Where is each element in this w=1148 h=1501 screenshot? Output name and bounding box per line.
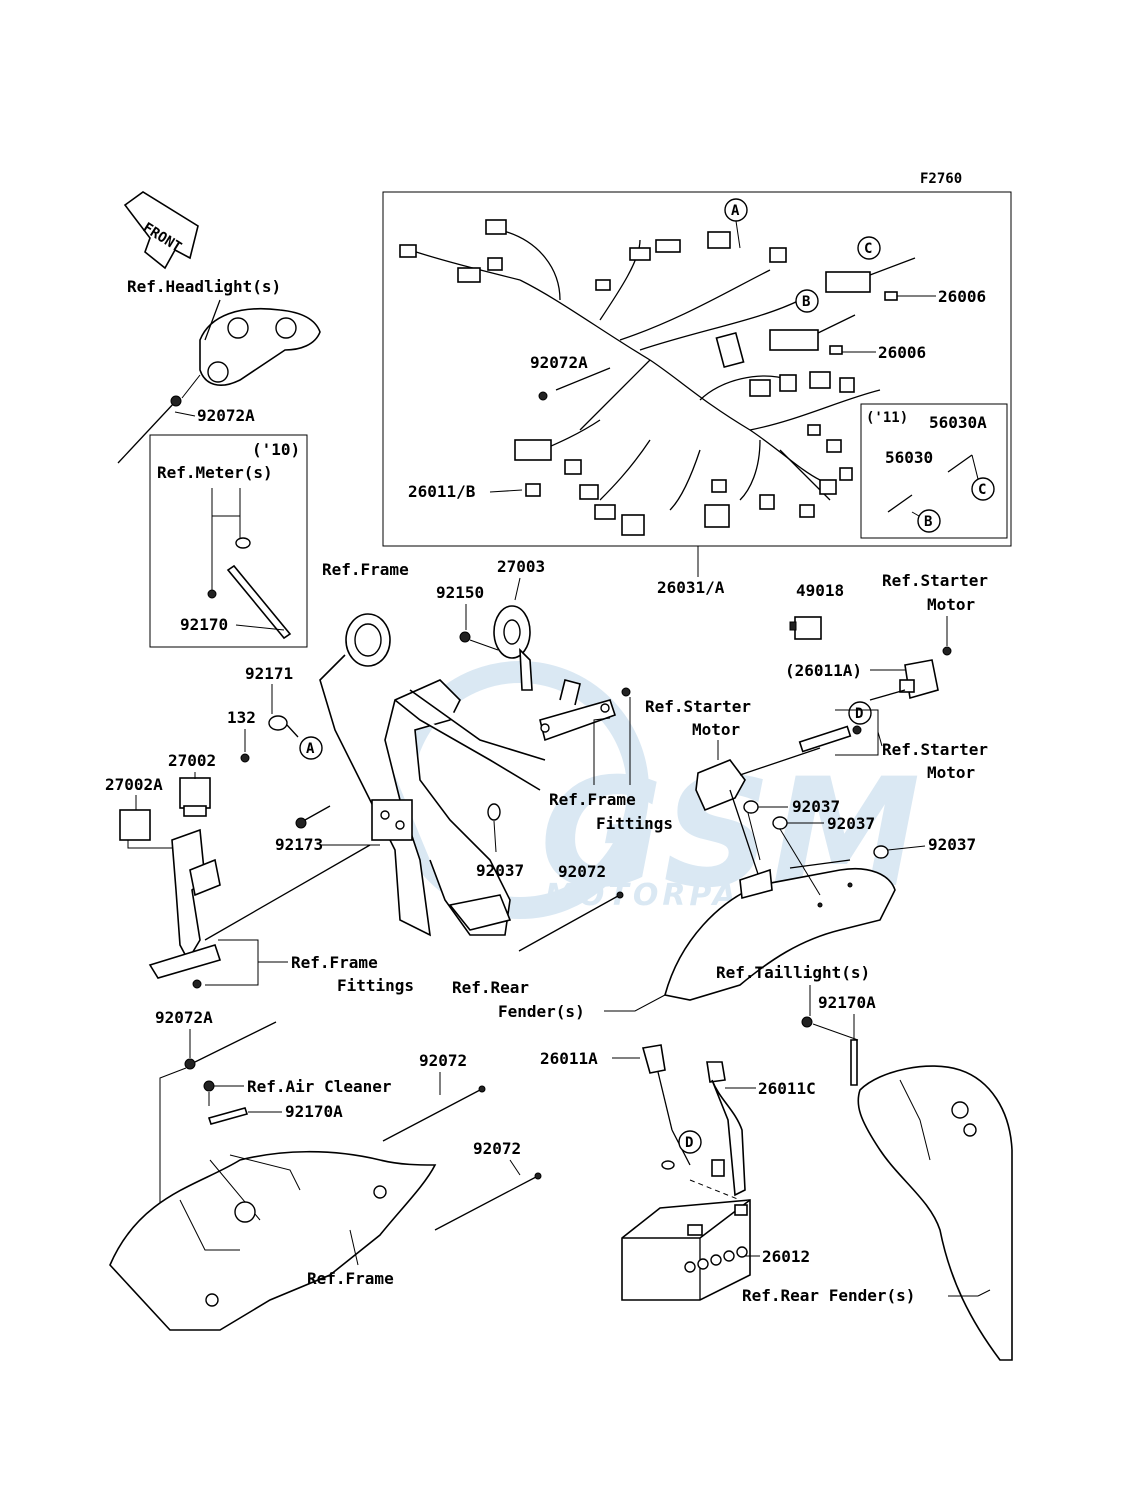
relay-bracket	[148, 828, 371, 989]
headlight-bracket	[199, 299, 321, 386]
label-26006-c: 26006	[938, 287, 986, 306]
starter-relay-bracket	[869, 659, 939, 701]
label-92072-low1: 92072	[419, 1051, 467, 1070]
battery-26012	[621, 1199, 751, 1301]
bolt-92173	[295, 805, 331, 829]
label-27002: 27002	[168, 751, 216, 770]
horn	[493, 605, 533, 691]
label-132: 132	[227, 708, 256, 727]
figure-code: F2760	[920, 171, 962, 187]
meter-parts	[207, 488, 292, 640]
harness-box	[382, 191, 1012, 547]
rear-fender	[664, 859, 896, 1001]
clip-92037-frame	[487, 803, 501, 853]
label-ref-frame-fittings-2b: Fittings	[337, 976, 414, 995]
label-26011B: 26011/B	[408, 482, 476, 501]
label-ref-frame-fittings-2a: Ref.Frame	[291, 953, 378, 972]
label-26011C: 26011C	[758, 1079, 816, 1098]
label-56030: 56030	[885, 448, 933, 467]
svg-text:C: C	[978, 482, 986, 498]
battery-cable-positive	[641, 1044, 691, 1170]
label-56030A: 56030A	[929, 413, 987, 432]
label-ref-frame-fittings-1b: Fittings	[596, 814, 673, 833]
label-27003: 27003	[497, 557, 545, 576]
label-92173: 92173	[275, 835, 323, 854]
label-ref-frame-top: Ref.Frame	[322, 560, 409, 579]
label-ref-air-cleaner: Ref.Air Cleaner	[247, 1077, 392, 1096]
relay-27002A	[119, 809, 151, 841]
wire-harness	[399, 219, 973, 536]
meter-year-label: ('10)	[252, 440, 300, 459]
tie-strap-92072A-head	[117, 374, 201, 464]
label-ref-rear-fender-1a: Ref.Rear	[452, 978, 529, 997]
callout-D-top: D	[848, 701, 872, 725]
year-11-box	[860, 403, 1008, 539]
callout-B-top: B	[795, 289, 819, 313]
callout-B-box: B	[911, 509, 941, 533]
clips-92037	[743, 800, 926, 896]
svg-text:A: A	[731, 203, 740, 219]
meter-box	[149, 434, 308, 648]
label-ref-headlight: Ref.Headlight(s)	[127, 277, 281, 296]
tail-frame	[857, 1065, 1013, 1361]
label-92072-mid: 92072	[558, 862, 606, 881]
svg-text:B: B	[924, 514, 932, 530]
label-ref-meter: Ref.Meter(s)	[157, 463, 273, 482]
callout-A-top: A	[724, 198, 748, 249]
label-ref-starter-3a: Ref.Starter	[882, 740, 988, 759]
label-ref-rear-fender-2: Ref.Rear Fender(s)	[742, 1286, 915, 1305]
turn-signal-relay-27002	[179, 777, 211, 817]
label-92171: 92171	[245, 664, 293, 683]
label-ref-starter-3b: Motor	[927, 763, 975, 782]
label-92072A-low: 92072A	[155, 1008, 213, 1027]
label-ref-taillight: Ref.Taillight(s)	[716, 963, 870, 982]
callout-D-low: D	[678, 1130, 702, 1154]
frame-front	[319, 613, 546, 937]
label-27002A: 27002A	[105, 775, 163, 794]
label-ref-starter-2b: Motor	[692, 720, 740, 739]
label-92037-c: 92037	[827, 814, 875, 833]
relay-49018	[789, 616, 822, 640]
label-ref-frame-fittings-1a: Ref.Frame	[549, 790, 636, 809]
svg-text:A: A	[306, 741, 315, 757]
lower-frame	[109, 1150, 437, 1331]
label-92150: 92150	[436, 583, 484, 602]
label-26031A: 26031/A	[657, 578, 725, 597]
label-ref-starter-2a: Ref.Starter	[645, 697, 751, 716]
label-92037-a: 92037	[476, 861, 524, 880]
label-26006-b: 26006	[878, 343, 926, 362]
horn-bracket	[539, 679, 631, 742]
label-26011A: 26011A	[540, 1049, 598, 1068]
label-ref-starter-1b: Motor	[927, 595, 975, 614]
label-92170: 92170	[180, 615, 228, 634]
svg-text:C: C	[864, 241, 872, 257]
label-ref-frame-low: Ref.Frame	[307, 1269, 394, 1288]
label-92072A-head: 92072A	[197, 406, 255, 425]
label-49018: 49018	[796, 581, 844, 600]
svg-text:B: B	[802, 294, 810, 310]
starter-cable	[695, 725, 862, 881]
label-92170A-low: 92170A	[285, 1102, 343, 1121]
clamp-92171	[268, 715, 299, 738]
label-92072-low2: 92072	[473, 1139, 521, 1158]
svg-text:D: D	[685, 1135, 693, 1151]
label-92170A-tail: 92170A	[818, 993, 876, 1012]
label-ref-rear-fender-1b: Fender(s)	[498, 1002, 585, 1021]
callout-A-mid: A	[299, 736, 323, 760]
front-arrow-icon: FRONT	[123, 191, 199, 270]
label-ref-starter-1a: Ref.Starter	[882, 571, 988, 590]
label-92037-b: 92037	[792, 797, 840, 816]
label-92072A-harness: 92072A	[530, 353, 588, 372]
label-92037-d: 92037	[928, 835, 976, 854]
year-11-label: ('11)	[866, 410, 908, 426]
callout-C-top: C	[857, 236, 881, 260]
label-26012: 26012	[762, 1247, 810, 1266]
svg-text:D: D	[855, 706, 863, 722]
callout-C-box: C	[971, 454, 995, 501]
battery-cable-negative	[706, 1061, 746, 1197]
label-26011A-paren: (26011A)	[785, 661, 862, 680]
